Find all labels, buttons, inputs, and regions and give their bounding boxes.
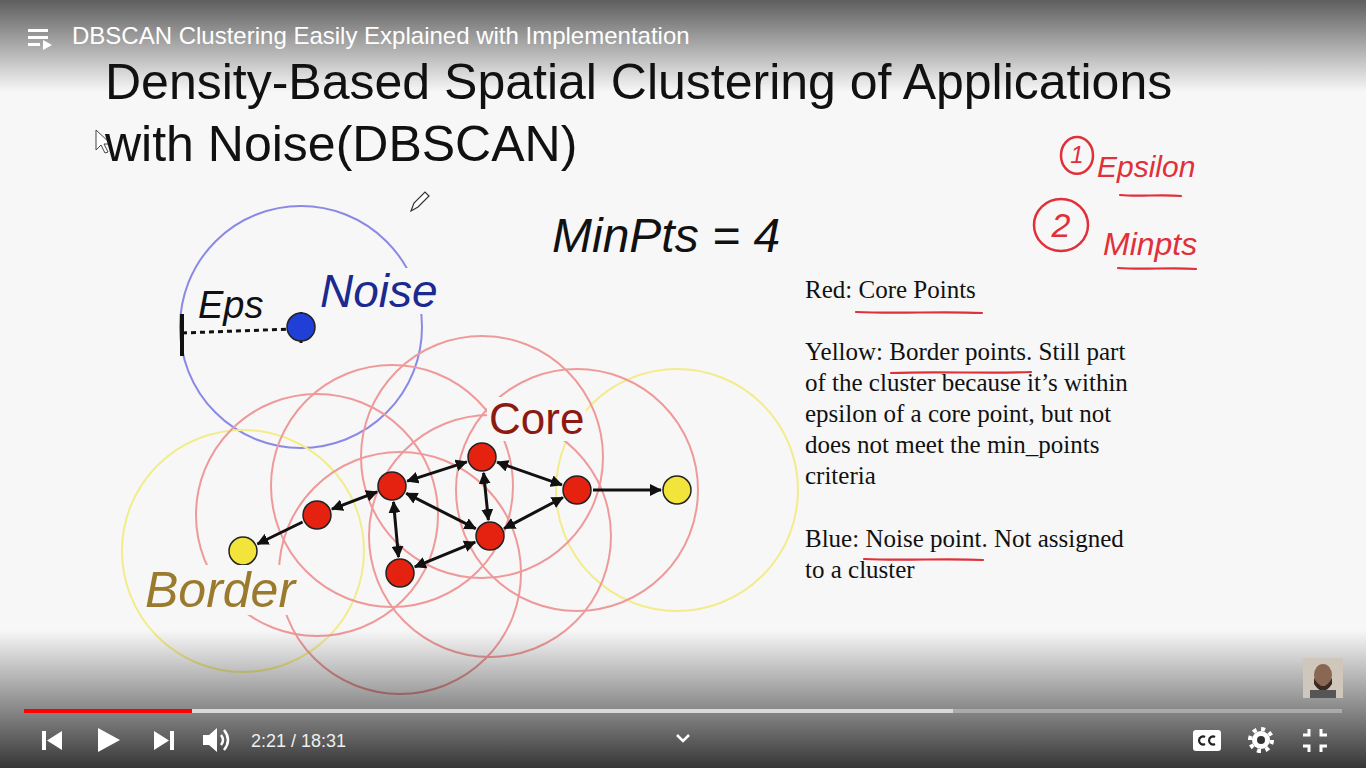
eps-label: Eps <box>196 286 265 324</box>
play-button <box>98 728 120 752</box>
core-point <box>303 501 331 529</box>
noise-label: Noise <box>318 268 440 314</box>
circled-number: 2 <box>1032 197 1090 253</box>
reach-arrow <box>593 489 661 492</box>
progress-track <box>24 709 1342 713</box>
legend-note: Blue: Noise point. Not assigned to a clu… <box>805 523 1140 585</box>
core-label: Core <box>487 397 586 441</box>
ink-circle-outline <box>1034 199 1088 251</box>
pen-cursor <box>411 192 429 211</box>
video-title: DBSCAN Clustering Easily Explained with … <box>72 24 690 48</box>
reach-arrow <box>257 522 302 544</box>
progress-played <box>24 709 192 713</box>
ink-circle-outline <box>1061 137 1093 174</box>
border-point <box>663 476 691 504</box>
channel-avatar <box>1303 658 1343 698</box>
circled-number-text: 2 <box>1052 208 1071 242</box>
reach-arrow <box>484 473 489 520</box>
core-point <box>563 476 591 504</box>
slide-title: Density-Based Spatial Clustering of Appl… <box>105 51 1215 175</box>
next-button <box>154 731 174 750</box>
core-point <box>468 443 496 471</box>
bottom-shade <box>0 630 1366 768</box>
core-point <box>386 559 414 587</box>
legend-note: Yellow: Border points. Still part of the… <box>805 336 1140 491</box>
ink-note: Epsilon <box>1097 152 1195 182</box>
ink-underline <box>1118 268 1196 269</box>
eps-line <box>182 329 292 333</box>
core-radius <box>456 369 698 611</box>
ink-underline <box>856 312 982 313</box>
circled-number-text: 1 <box>1070 143 1083 167</box>
ink-note: Minpts <box>1103 228 1197 260</box>
noise-point <box>287 313 315 341</box>
captions-button <box>1193 730 1221 751</box>
reach-arrow <box>415 542 475 567</box>
noise-radius <box>180 206 422 448</box>
core-point <box>378 472 406 500</box>
core-radius <box>271 365 513 607</box>
time-display: 2:21 / 18:31 <box>251 732 346 750</box>
reach-arrow <box>394 502 399 557</box>
reach-arrow <box>406 493 475 528</box>
exit-fullscreen-button <box>1303 729 1327 752</box>
legend-note: Red: Core Points <box>805 274 1140 305</box>
core-point <box>476 522 504 550</box>
playlist-icon <box>28 29 52 50</box>
reach-arrow <box>504 498 563 529</box>
ink-underline <box>1120 195 1181 196</box>
border-point <box>229 537 257 565</box>
previous-button <box>42 731 62 750</box>
eps-tick <box>180 314 184 356</box>
volume-button <box>203 728 228 752</box>
reach-arrow <box>332 492 377 509</box>
circled-number: 1 <box>1059 135 1095 176</box>
reach-arrow <box>407 462 467 481</box>
settings-button <box>1250 729 1272 751</box>
border-label: Border <box>143 565 297 615</box>
reach-arrow <box>497 462 562 485</box>
chevron-icon <box>677 735 689 741</box>
minpts-heading: MinPts = 4 <box>552 212 780 260</box>
progress-buffer <box>24 709 953 713</box>
